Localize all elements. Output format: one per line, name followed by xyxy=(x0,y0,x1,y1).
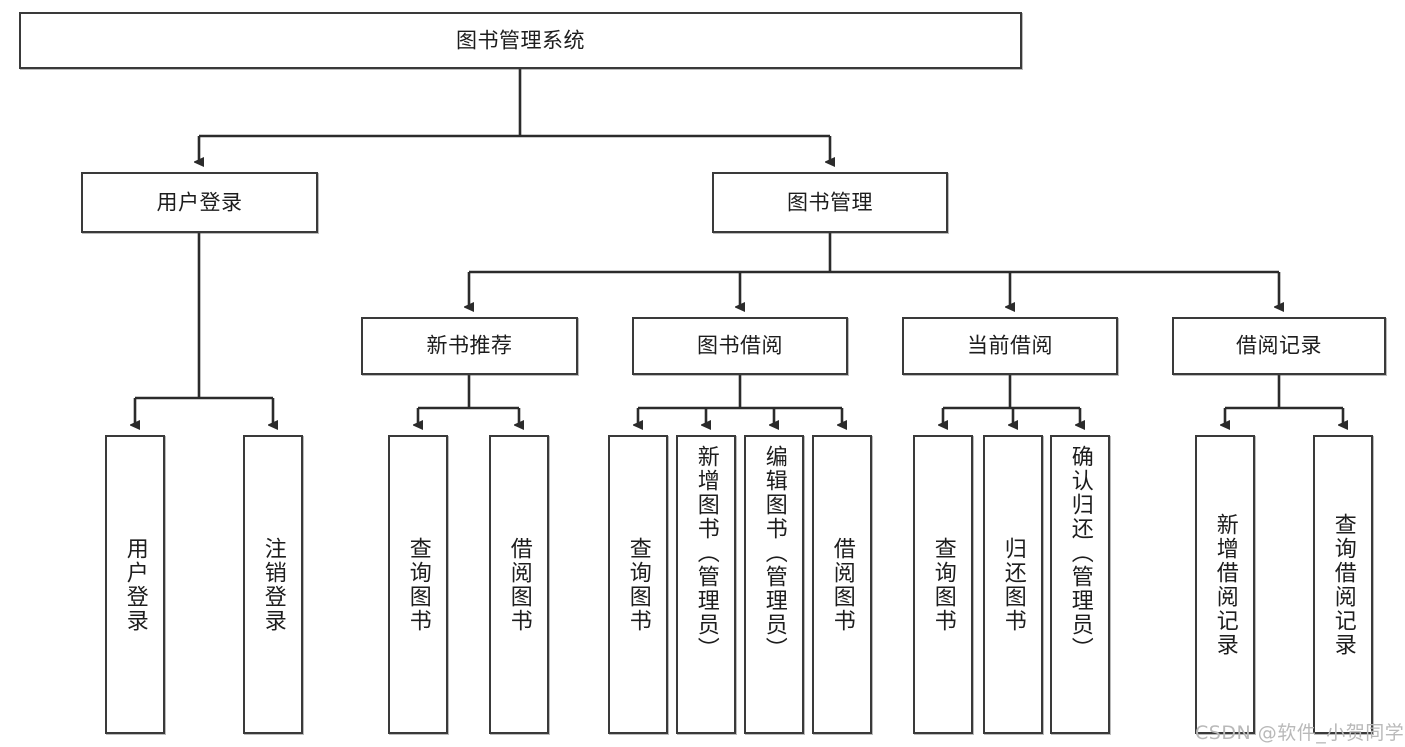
node-label-leaf-user-login: 用户登录 xyxy=(122,536,148,633)
node-label-user-login: 用户登录 xyxy=(156,189,243,214)
node-label-leaf-add-record: 新增借阅记录 xyxy=(1212,512,1238,657)
node-leaf-borrow-book[interactable]: 借阅图书 xyxy=(812,435,872,734)
node-leaf-add-record[interactable]: 新增借阅记录 xyxy=(1195,435,1255,734)
edge-group-book-management xyxy=(469,233,1279,307)
edge-group-book-borrow xyxy=(638,375,842,425)
node-leaf-user-login[interactable]: 用户登录 xyxy=(105,435,165,734)
node-label-leaf-query-record: 查询借阅记录 xyxy=(1330,512,1356,657)
node-label-leaf-edit-book: 编辑图书（管理员） xyxy=(761,445,787,661)
edge-group-user-login xyxy=(135,233,273,425)
csdn-watermark: CSDN @软件_小贺同学 xyxy=(1195,722,1405,744)
node-book-management[interactable]: 图书管理 xyxy=(712,172,948,233)
node-label-new-book-recommend: 新书推荐 xyxy=(426,333,513,358)
node-leaf-edit-book[interactable]: 编辑图书（管理员） xyxy=(744,435,804,734)
node-root[interactable]: 图书管理系统 xyxy=(19,12,1022,69)
node-label-borrow-record: 借阅记录 xyxy=(1236,333,1322,358)
node-leaf-add-book[interactable]: 新增图书（管理员） xyxy=(676,435,736,734)
node-leaf-query-record[interactable]: 查询借阅记录 xyxy=(1313,435,1373,734)
node-label-leaf-borrow-book-rec: 借阅图书 xyxy=(506,536,532,633)
node-leaf-query-book-current[interactable]: 查询图书 xyxy=(913,435,973,734)
node-leaf-borrow-book-rec[interactable]: 借阅图书 xyxy=(489,435,549,734)
node-label-leaf-confirm-return: 确认归还（管理员） xyxy=(1067,445,1093,661)
node-label-leaf-return-book: 归还图书 xyxy=(1000,536,1026,633)
node-current-borrow[interactable]: 当前借阅 xyxy=(902,317,1118,375)
node-label-leaf-add-book: 新增图书（管理员） xyxy=(693,445,719,661)
node-leaf-confirm-return[interactable]: 确认归还（管理员） xyxy=(1050,435,1110,734)
node-label-leaf-borrow-book: 借阅图书 xyxy=(829,536,855,633)
edge-group-borrow-record xyxy=(1225,375,1343,425)
node-borrow-record[interactable]: 借阅记录 xyxy=(1172,317,1386,375)
node-label-leaf-query-book-rec: 查询图书 xyxy=(405,536,431,633)
edge-group-root xyxy=(199,69,830,162)
node-leaf-query-book-rec[interactable]: 查询图书 xyxy=(388,435,448,734)
node-label-book-borrow: 图书借阅 xyxy=(697,333,783,358)
node-book-borrow[interactable]: 图书借阅 xyxy=(632,317,848,375)
node-label-current-borrow: 当前借阅 xyxy=(967,333,1053,358)
node-label-root: 图书管理系统 xyxy=(456,27,585,52)
node-label-leaf-logout: 注销登录 xyxy=(260,536,286,633)
node-label-leaf-query-book-current: 查询图书 xyxy=(930,536,956,633)
node-new-book-recommend[interactable]: 新书推荐 xyxy=(361,317,578,375)
node-label-book-management: 图书管理 xyxy=(787,189,873,214)
edge-group-new-book-recommend xyxy=(418,375,519,425)
node-leaf-logout[interactable]: 注销登录 xyxy=(243,435,303,734)
node-label-leaf-query-book-borrow: 查询图书 xyxy=(625,536,651,633)
node-leaf-return-book[interactable]: 归还图书 xyxy=(983,435,1043,734)
edge-group-current-borrow xyxy=(943,375,1080,425)
node-leaf-query-book-borrow[interactable]: 查询图书 xyxy=(608,435,668,734)
node-user-login[interactable]: 用户登录 xyxy=(81,172,318,233)
